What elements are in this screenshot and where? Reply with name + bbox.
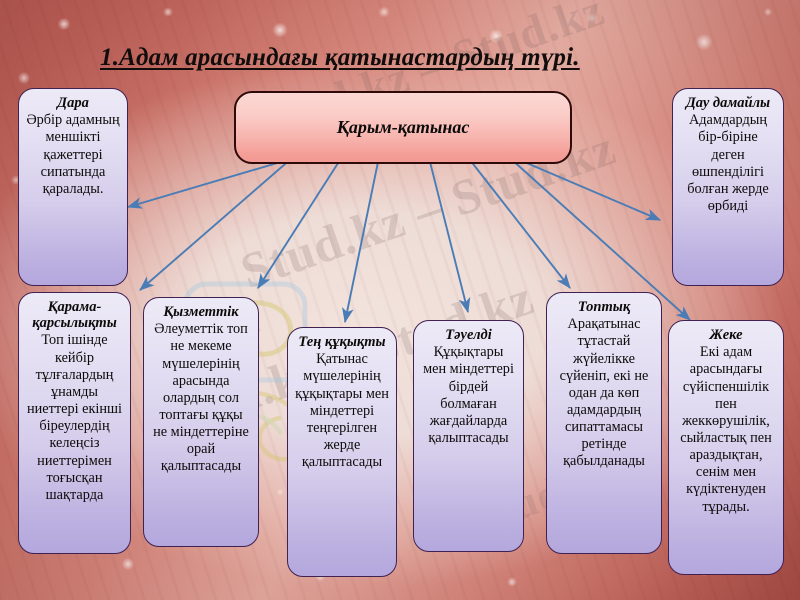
node-dau-damayly[interactable]: Дау дамайлы Адамдардың бір-біріне деген … [672, 88, 784, 286]
node-heading: Дара [57, 95, 89, 111]
node-body: Адамдардың бір-біріне деген өшпенділігі … [687, 112, 769, 215]
central-node-label: Қарым-қатынас [336, 117, 470, 137]
node-heading: Қызметтік [163, 304, 239, 320]
arrow-to-toptyq [469, 159, 571, 289]
page-title: 1.Адам арасындағы қатынастардың түрі. [100, 44, 580, 71]
node-body: Топ ішінде кейбір тұлғалардың ұнамды ние… [26, 332, 123, 503]
node-toptyq[interactable]: Топтық Арақатынас тұтастай жүйелікке сүй… [546, 292, 662, 554]
arrow-to-dau-damayly [521, 160, 662, 221]
node-heading: Тең құқықты [298, 334, 386, 350]
node-body: Әлеуметтік топ не мекеме мүшелерінің ара… [153, 321, 249, 475]
node-heading: Топтық [577, 299, 631, 315]
node-tauelds[interactable]: Тәуелді Құқықтары мен міндеттері бірдей … [413, 320, 524, 552]
node-zheke[interactable]: Жеке Екі адам арасындағы сүйіспеншілік п… [668, 320, 784, 575]
node-body: Әрбір адамның меншікті қажеттері сипатын… [26, 112, 120, 197]
node-heading: Дау дамайлы [685, 95, 771, 111]
node-heading: Жеке [709, 327, 743, 343]
node-body: Құқықтары мен міндеттері бірдей болмаған… [423, 344, 514, 447]
arrow-to-qarama-qarsylyqty [139, 157, 293, 291]
central-node-qarym-qatynas[interactable]: Қарым-қатынас [234, 91, 572, 164]
arrow-to-dara [126, 160, 285, 209]
node-body: Қатынас мүшелерінің құқықтары мен міндет… [295, 351, 389, 471]
node-heading: Тәуелді [445, 327, 492, 343]
node-qarama-qarsylyqty[interactable]: Қарама-қарсылықты Топ ішінде кейбір тұлғ… [18, 292, 131, 554]
arrow-to-tauelds [429, 161, 471, 314]
arrow-to-qyzmettik [257, 159, 341, 289]
node-body: Арақатынас тұтастай жүйелікке сүйеніп, е… [559, 316, 649, 470]
node-ten-quqyqty[interactable]: Тең құқықты Қатынас мүшелерінің құқықтар… [287, 327, 397, 577]
arrow-to-ten-quqyqty [342, 161, 379, 324]
node-heading: Қарама-қарсылықты [32, 299, 117, 332]
node-body: Екі адам арасындағы сүйіспеншілік пен же… [680, 344, 772, 515]
node-qyzmettik[interactable]: Қызметтік Әлеуметтік топ не мекеме мүшел… [143, 297, 259, 547]
node-dara[interactable]: Дара Әрбір адамның меншікті қажеттері си… [18, 88, 128, 286]
